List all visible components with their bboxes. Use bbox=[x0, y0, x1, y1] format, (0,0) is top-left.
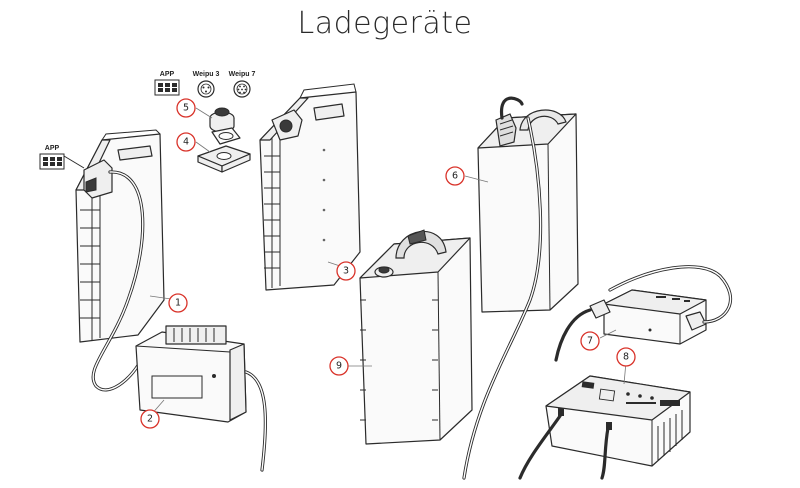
svg-text:1: 1 bbox=[175, 298, 181, 309]
charger-7 bbox=[589, 289, 707, 345]
svg-text:APP: APP bbox=[160, 71, 175, 78]
weipu3-connector: Weipu 3 bbox=[193, 71, 220, 98]
charger-2 bbox=[135, 325, 247, 423]
svg-text:3: 3 bbox=[343, 266, 349, 277]
svg-text:APP: APP bbox=[45, 145, 60, 152]
battery-3 bbox=[259, 83, 361, 291]
socket-part-5 bbox=[209, 107, 241, 145]
svg-text:Weipu 7: Weipu 7 bbox=[229, 71, 256, 78]
callout-2: 2 bbox=[140, 409, 160, 429]
callout-4: 4 bbox=[176, 132, 196, 152]
svg-text:Weipu 3: Weipu 3 bbox=[193, 71, 220, 78]
battery-1 bbox=[75, 129, 165, 343]
svg-text:8: 8 bbox=[623, 352, 629, 363]
app-plug bbox=[63, 155, 113, 199]
page-title: Ladegeräte bbox=[297, 6, 473, 41]
svg-text:5: 5 bbox=[183, 103, 189, 114]
callout-1: 1 bbox=[168, 293, 188, 313]
battery-9 bbox=[359, 229, 473, 445]
weipu7-connector: Weipu 7 bbox=[229, 71, 256, 98]
callout-9: 9 bbox=[329, 356, 349, 376]
callout-6: 6 bbox=[445, 166, 465, 186]
app-label-top: APP bbox=[154, 71, 180, 96]
charger-8 bbox=[545, 375, 691, 467]
svg-text:6: 6 bbox=[452, 171, 458, 182]
callout-8: 8 bbox=[616, 347, 636, 367]
callout-7: 7 bbox=[580, 331, 600, 351]
callout-5: 5 bbox=[176, 98, 196, 118]
app-label-left: APP bbox=[39, 145, 65, 170]
svg-text:2: 2 bbox=[147, 414, 153, 425]
battery-6 bbox=[477, 109, 579, 313]
svg-text:7: 7 bbox=[587, 336, 593, 347]
svg-text:4: 4 bbox=[183, 137, 189, 148]
callout-3: 3 bbox=[336, 261, 356, 281]
mount-plate-4 bbox=[197, 145, 251, 173]
svg-text:9: 9 bbox=[336, 361, 342, 372]
